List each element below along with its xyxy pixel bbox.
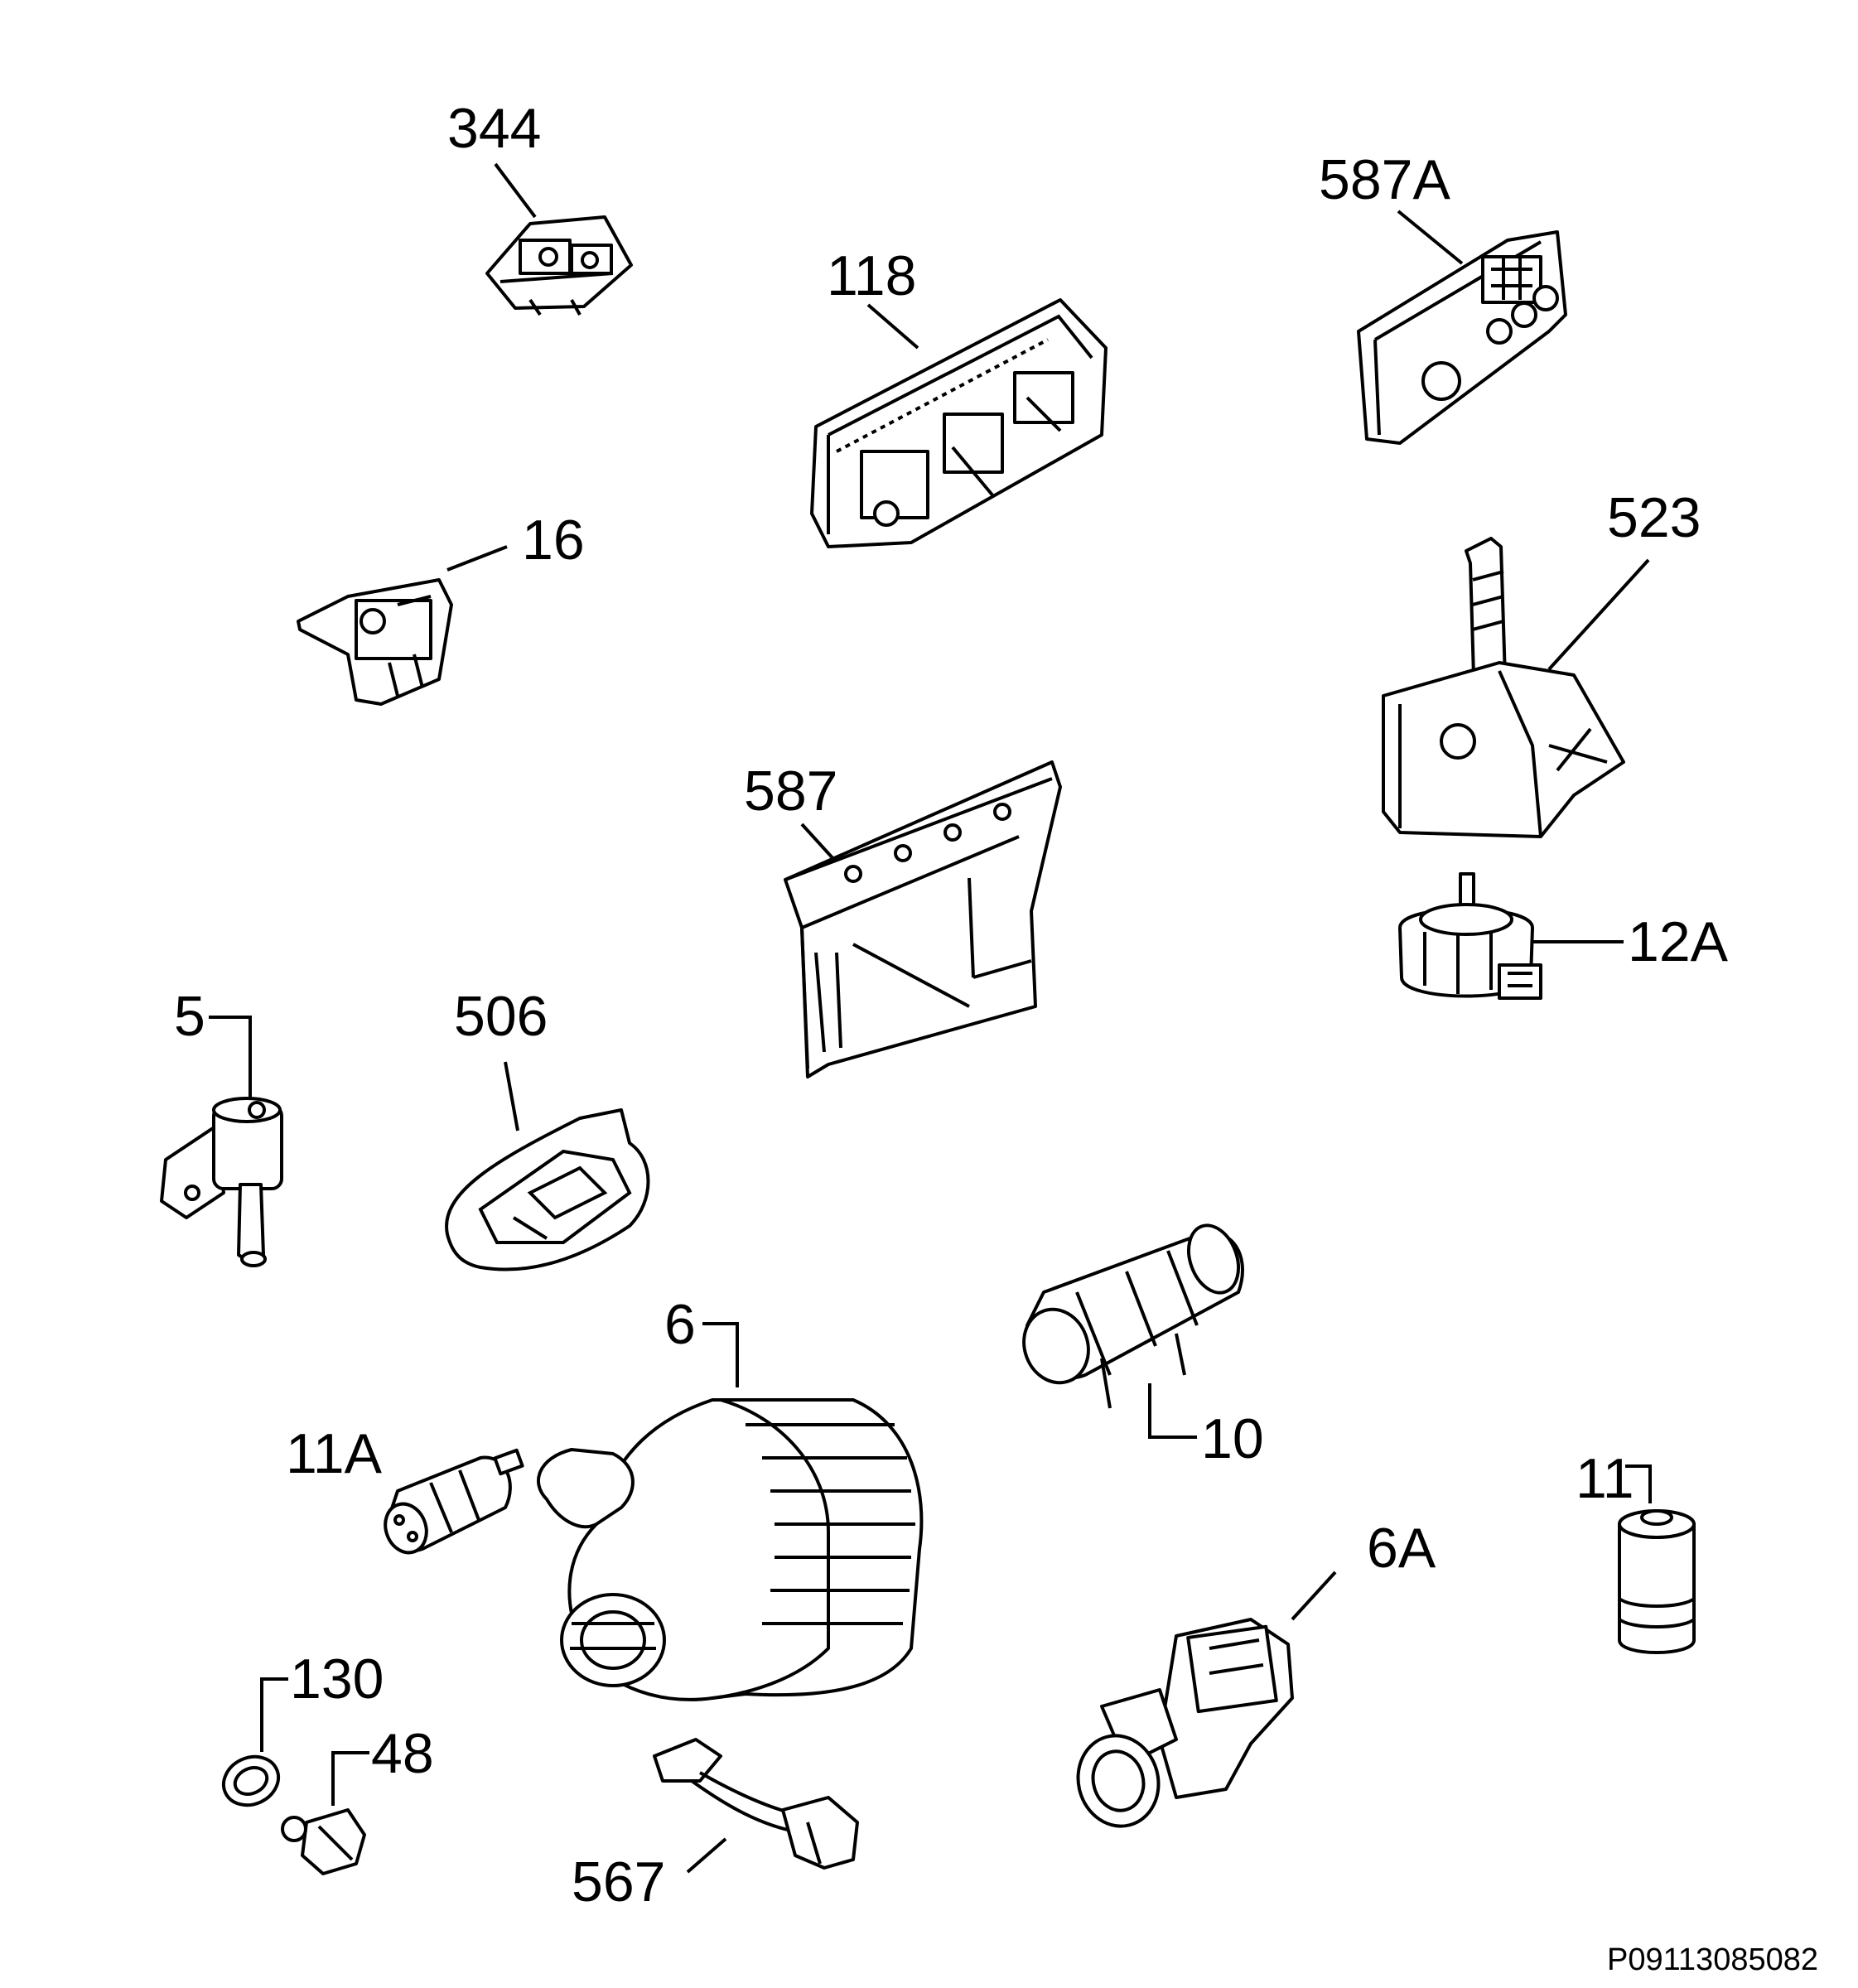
part-6: 6 bbox=[537, 1293, 924, 1701]
label-16: 16 bbox=[522, 509, 585, 572]
leader-16 bbox=[446, 545, 508, 572]
part-11: 11 bbox=[1576, 1447, 1696, 1654]
label-506: 506 bbox=[454, 985, 548, 1048]
part-344: 344 bbox=[447, 97, 633, 316]
part-5: 5 bbox=[160, 985, 283, 1267]
part-567: 567 bbox=[572, 1738, 859, 1913]
label-6A: 6A bbox=[1367, 1517, 1436, 1580]
leader-506 bbox=[504, 1061, 519, 1132]
part-48: 48 bbox=[281, 1722, 434, 1875]
label-587A: 587A bbox=[1319, 148, 1450, 211]
label-567: 567 bbox=[572, 1850, 665, 1913]
leader-11 bbox=[1625, 1464, 1652, 1503]
label-11A: 11A bbox=[286, 1422, 383, 1485]
label-10: 10 bbox=[1201, 1407, 1264, 1470]
leader-5 bbox=[209, 1016, 252, 1102]
leader-344 bbox=[494, 162, 537, 219]
part-118: 118 bbox=[810, 244, 1108, 548]
leader-118 bbox=[866, 303, 919, 350]
label-11: 11 bbox=[1576, 1447, 1634, 1510]
part-523: 523 bbox=[1382, 486, 1701, 838]
leader-10 bbox=[1148, 1383, 1197, 1439]
label-6: 6 bbox=[664, 1293, 696, 1356]
leader-587A bbox=[1397, 210, 1464, 265]
reference-code: P09113085082 bbox=[1607, 1942, 1818, 1977]
part-6A: 6A bbox=[1076, 1517, 1436, 1828]
label-344: 344 bbox=[447, 97, 541, 160]
leader-6A bbox=[1291, 1571, 1337, 1621]
part-12A: 12A bbox=[1398, 872, 1729, 1000]
label-130: 130 bbox=[290, 1648, 384, 1711]
part-587A: 587A bbox=[1319, 148, 1567, 445]
leader-567 bbox=[686, 1837, 727, 1874]
part-587: 587 bbox=[744, 760, 1062, 1078]
label-48: 48 bbox=[371, 1722, 434, 1785]
leader-48 bbox=[331, 1751, 369, 1806]
part-506: 506 bbox=[445, 985, 650, 1271]
label-12A: 12A bbox=[1628, 910, 1729, 973]
label-523: 523 bbox=[1607, 486, 1701, 549]
label-5: 5 bbox=[174, 985, 205, 1048]
part-11A: 11A bbox=[286, 1422, 524, 1555]
leader-6 bbox=[702, 1322, 739, 1387]
label-587: 587 bbox=[744, 760, 837, 823]
leader-130 bbox=[260, 1677, 288, 1752]
part-16: 16 bbox=[297, 509, 585, 706]
part-130: 130 bbox=[221, 1648, 384, 1807]
part-10: 10 bbox=[1022, 1223, 1264, 1470]
label-118: 118 bbox=[827, 244, 916, 307]
leader-523 bbox=[1547, 558, 1650, 671]
